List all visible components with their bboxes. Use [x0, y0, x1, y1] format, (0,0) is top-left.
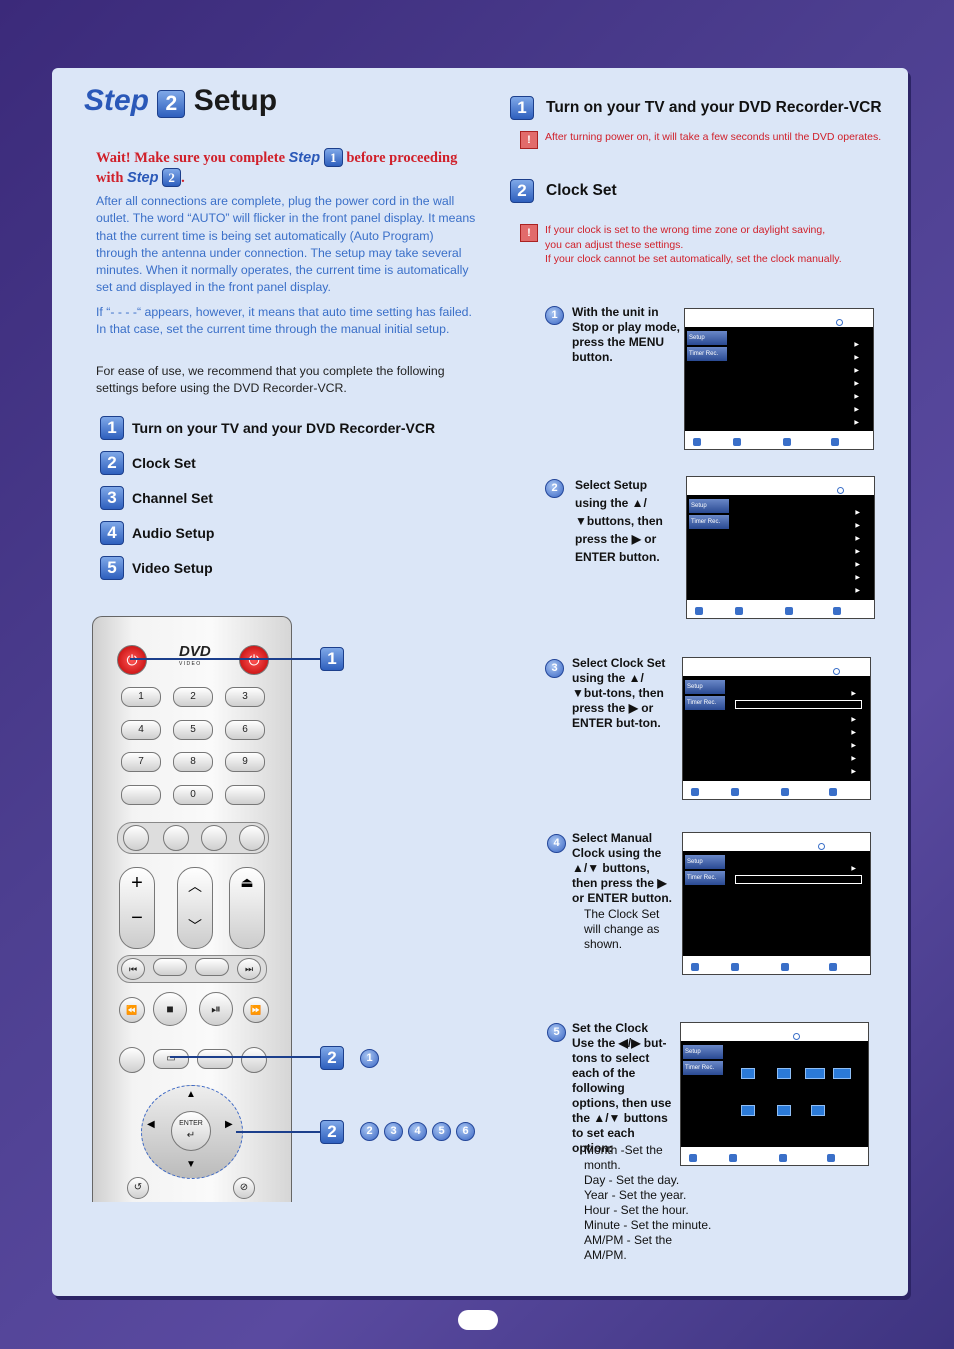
page-title: Step 2 Setup — [84, 84, 278, 118]
arrow-right-icon[interactable]: ▶ — [225, 1119, 233, 1130]
intro-paragraph-1: After all connections are complete, plug… — [96, 194, 476, 295]
step-number-5: 5 — [547, 1022, 566, 1042]
function-button[interactable] — [201, 825, 227, 851]
wait-warning: Wait! Make sure you complete Step 1 befo… — [96, 148, 458, 187]
menu-screen-1: Setup Timer Rec. ▶▶ ▶▶ ▶▶ ▶ — [684, 308, 874, 450]
menu-screen-5: Setup Timer Rec. — [680, 1022, 869, 1166]
function-button[interactable] — [239, 825, 265, 851]
callout-2: 2 — [320, 1046, 344, 1070]
callout-line — [236, 1131, 320, 1133]
step-number-3: 3 — [545, 658, 564, 678]
callout-line — [170, 1056, 320, 1058]
power-button[interactable]: ⏻ — [117, 645, 147, 675]
menu-button[interactable]: ▭ — [153, 1049, 189, 1069]
digit-1-button[interactable]: 1 — [121, 687, 161, 707]
function-button[interactable] — [119, 1047, 145, 1073]
arrow-down-icon[interactable]: ▼ — [186, 1159, 196, 1170]
step-1-text: With the unit in Stop or play mode, pres… — [572, 305, 681, 364]
skip-back-icon[interactable]: ⏮ — [121, 958, 145, 980]
plus-icon: + — [131, 872, 143, 894]
minus-icon: − — [131, 907, 143, 929]
callout-3-steps: 2 3 4 5 6 — [360, 1122, 475, 1141]
step-3-text: Select Clock Set using the ▲/▼but-tons, … — [572, 656, 666, 730]
channel-rocker[interactable]: ︿ ﹀ — [177, 867, 213, 949]
intro-paragraph-3: For ease of use, we recommend that you c… — [96, 364, 445, 396]
callout-2-steps: 1 — [360, 1048, 379, 1068]
blank-button[interactable] — [225, 785, 265, 805]
turn-on-note: After turning power on, it will take a f… — [545, 131, 882, 143]
step-number-2: 2 — [545, 478, 564, 498]
digit-9-button[interactable]: 9 — [225, 752, 265, 772]
digit-0-button[interactable]: 0 — [173, 785, 213, 805]
dvd-logo: DVD — [179, 643, 211, 660]
rewind-icon[interactable]: ⏪ — [119, 997, 145, 1023]
step-number-1: 1 — [545, 305, 564, 325]
menu-screen-3: Setup Timer Rec. ▶ ▶▶ ▶▶ ▶ — [682, 657, 871, 800]
eject-rocker[interactable]: ⏏ — [229, 867, 265, 949]
function-button[interactable] — [241, 1047, 267, 1073]
stop-icon[interactable]: ■ — [153, 992, 187, 1026]
chevron-down-icon: ﹀ — [188, 918, 202, 934]
menu-screen-2: Setup Timer Rec. ▶▶ ▶▶ ▶▶ ▶ — [686, 476, 875, 619]
open-close-button[interactable]: ⏻ — [239, 645, 269, 675]
intro-paragraph-2: If “- - - -“ appears, however, it means … — [96, 305, 472, 337]
menu-screen-4: Setup Timer Rec. ▶ — [682, 832, 871, 975]
callout-line — [130, 658, 320, 660]
warning-icon: ! — [520, 223, 538, 242]
arrow-up-icon[interactable]: ▲ — [186, 1089, 196, 1100]
step-4-text: Select Manual Clock using the ▲/▼ button… — [572, 831, 672, 905]
clock-set-note: If your clock is set to the wrong time z… — [545, 224, 842, 265]
volume-rocker[interactable]: + − — [119, 867, 155, 949]
digit-7-button[interactable]: 7 — [121, 752, 161, 772]
arrow-left-icon[interactable]: ◀ — [147, 1119, 155, 1130]
page-number-badge — [458, 1310, 498, 1330]
function-button[interactable] — [123, 825, 149, 851]
step-4-extra: The Clock Set will change as shown. — [584, 907, 660, 951]
digit-6-button[interactable]: 6 — [225, 720, 265, 740]
skip-forward-icon[interactable]: ⏭ — [237, 958, 261, 980]
function-button[interactable] — [197, 1049, 233, 1069]
eject-icon: ⏏ — [240, 874, 254, 890]
digit-3-button[interactable]: 3 — [225, 687, 265, 707]
return-icon[interactable]: ↺ — [127, 1177, 149, 1199]
clear-icon[interactable]: ⊘ — [233, 1177, 255, 1199]
video-logo: V I D E O — [179, 661, 201, 667]
remote-control: ⏻ ⏻ DVD V I D E O 1 2 3 4 5 6 7 8 9 0 + … — [92, 616, 292, 1202]
enter-button[interactable]: ENTER↵ — [171, 1111, 211, 1151]
callout-3: 2 — [320, 1120, 344, 1144]
blank-button[interactable] — [121, 785, 161, 805]
digit-2-button[interactable]: 2 — [173, 687, 213, 707]
warning-icon: ! — [520, 130, 538, 149]
skip-button[interactable] — [153, 958, 187, 976]
digit-5-button[interactable]: 5 — [173, 720, 213, 740]
play-pause-icon[interactable]: ⏯ — [199, 992, 233, 1026]
chevron-up-icon: ︿ — [188, 878, 202, 894]
step-5-options: Month -Set the month. Day - Set the day.… — [584, 1143, 712, 1262]
fast-forward-icon[interactable]: ⏩ — [243, 997, 269, 1023]
function-button[interactable] — [163, 825, 189, 851]
step-number-4: 4 — [547, 833, 566, 853]
step-2-text: Select Setup using the ▲/▼buttons, then … — [575, 478, 663, 564]
digit-8-button[interactable]: 8 — [173, 752, 213, 772]
callout-1: 1 — [320, 647, 344, 671]
skip-button[interactable] — [195, 958, 229, 976]
digit-4-button[interactable]: 4 — [121, 720, 161, 740]
step-5-text: Set the Clock Use the ◀/▶ but-tons to se… — [572, 1021, 672, 1155]
